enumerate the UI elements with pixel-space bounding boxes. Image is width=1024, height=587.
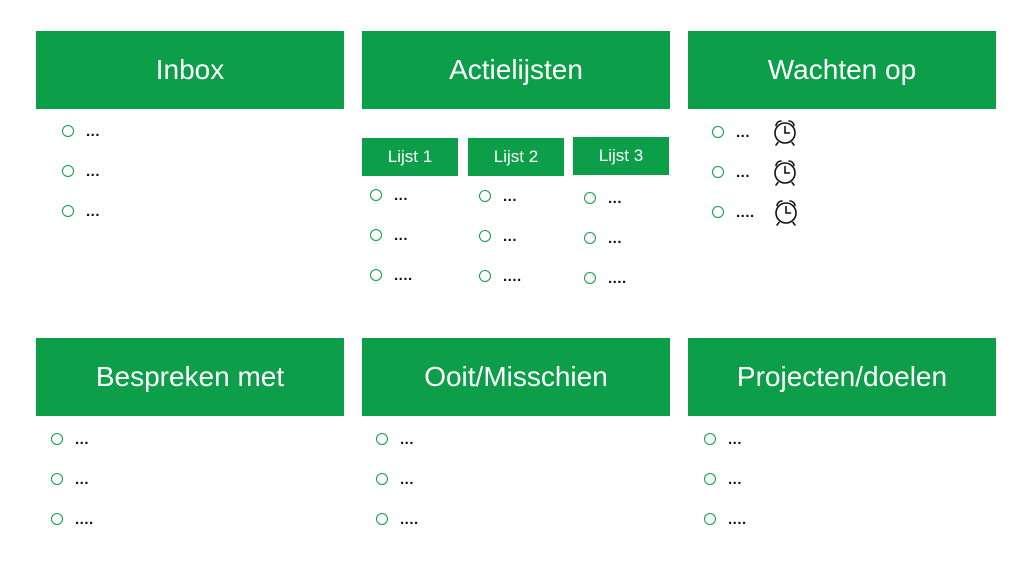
circle-bullet-icon	[370, 269, 382, 281]
list-item[interactable]: ...	[584, 228, 622, 248]
list-item[interactable]: ...	[479, 186, 517, 206]
list-item[interactable]: ...	[370, 185, 408, 205]
panel-header-projecten-doelen: Projecten/doelen	[688, 338, 996, 416]
list-item[interactable]: ....	[370, 265, 413, 285]
circle-bullet-icon	[712, 126, 724, 138]
list-item[interactable]: ....	[479, 266, 522, 286]
circle-bullet-icon	[704, 513, 716, 525]
list-item[interactable]: ...	[704, 469, 742, 489]
panel-title-bespreken-met: Bespreken met	[95, 361, 285, 392]
circle-bullet-icon	[370, 229, 382, 241]
list-item[interactable]: ....	[584, 268, 627, 288]
list-item[interactable]: ...	[704, 429, 742, 449]
panel-title-projecten-doelen: Projecten/doelen	[736, 361, 948, 392]
circle-bullet-icon	[376, 433, 388, 445]
circle-bullet-icon	[712, 166, 724, 178]
circle-bullet-icon	[51, 433, 63, 445]
list-item[interactable]: ...	[62, 161, 100, 181]
alarm-clock-icon	[770, 117, 800, 147]
panel-title-actielijsten: Actielijsten	[449, 54, 583, 85]
list-item[interactable]: ...	[376, 469, 414, 489]
alarm-clock-icon	[770, 157, 800, 187]
list-item[interactable]: ...	[51, 429, 89, 449]
circle-bullet-icon	[51, 513, 63, 525]
panel-header-bespreken-met: Bespreken met	[36, 338, 344, 416]
panel-title-wachten-op: Wachten op	[767, 54, 917, 85]
circle-bullet-icon	[704, 433, 716, 445]
circle-bullet-icon	[479, 190, 491, 202]
panel-title-inbox: Inbox	[155, 54, 225, 85]
circle-bullet-icon	[584, 272, 596, 284]
sublist-header-lijst-1: Lijst 1	[362, 138, 458, 176]
circle-bullet-icon	[370, 189, 382, 201]
circle-bullet-icon	[51, 473, 63, 485]
list-item[interactable]: ...	[370, 225, 408, 245]
panel-header-wachten-op: Wachten op	[688, 31, 996, 109]
list-item[interactable]: ....	[376, 509, 419, 529]
list-item[interactable]: ...	[62, 121, 100, 141]
panel-header-inbox: Inbox	[36, 31, 344, 109]
list-item[interactable]: ...	[712, 120, 800, 146]
panel-header-ooit-misschien: Ooit/Misschien	[362, 338, 670, 416]
circle-bullet-icon	[376, 473, 388, 485]
circle-bullet-icon	[479, 230, 491, 242]
list-item[interactable]: ...	[51, 469, 89, 489]
alarm-clock-icon	[771, 197, 801, 227]
circle-bullet-icon	[479, 270, 491, 282]
circle-bullet-icon	[62, 205, 74, 217]
circle-bullet-icon	[712, 206, 724, 218]
circle-bullet-icon	[704, 473, 716, 485]
list-item[interactable]: ....	[51, 509, 94, 529]
list-item[interactable]: ...	[712, 160, 800, 186]
panel-header-actielijsten: Actielijsten	[362, 31, 670, 109]
list-item[interactable]: ...	[62, 201, 100, 221]
circle-bullet-icon	[62, 125, 74, 137]
list-item[interactable]: ...	[479, 226, 517, 246]
list-item[interactable]: ...	[376, 429, 414, 449]
circle-bullet-icon	[584, 232, 596, 244]
sublist-header-lijst-2: Lijst 2	[468, 138, 564, 176]
list-item[interactable]: ...	[584, 188, 622, 208]
list-item[interactable]: ....	[704, 509, 747, 529]
circle-bullet-icon	[62, 165, 74, 177]
circle-bullet-icon	[376, 513, 388, 525]
circle-bullet-icon	[584, 192, 596, 204]
list-item[interactable]: ....	[712, 200, 801, 226]
panel-title-ooit-misschien: Ooit/Misschien	[424, 361, 608, 392]
sublist-header-lijst-3: Lijst 3	[573, 137, 669, 175]
